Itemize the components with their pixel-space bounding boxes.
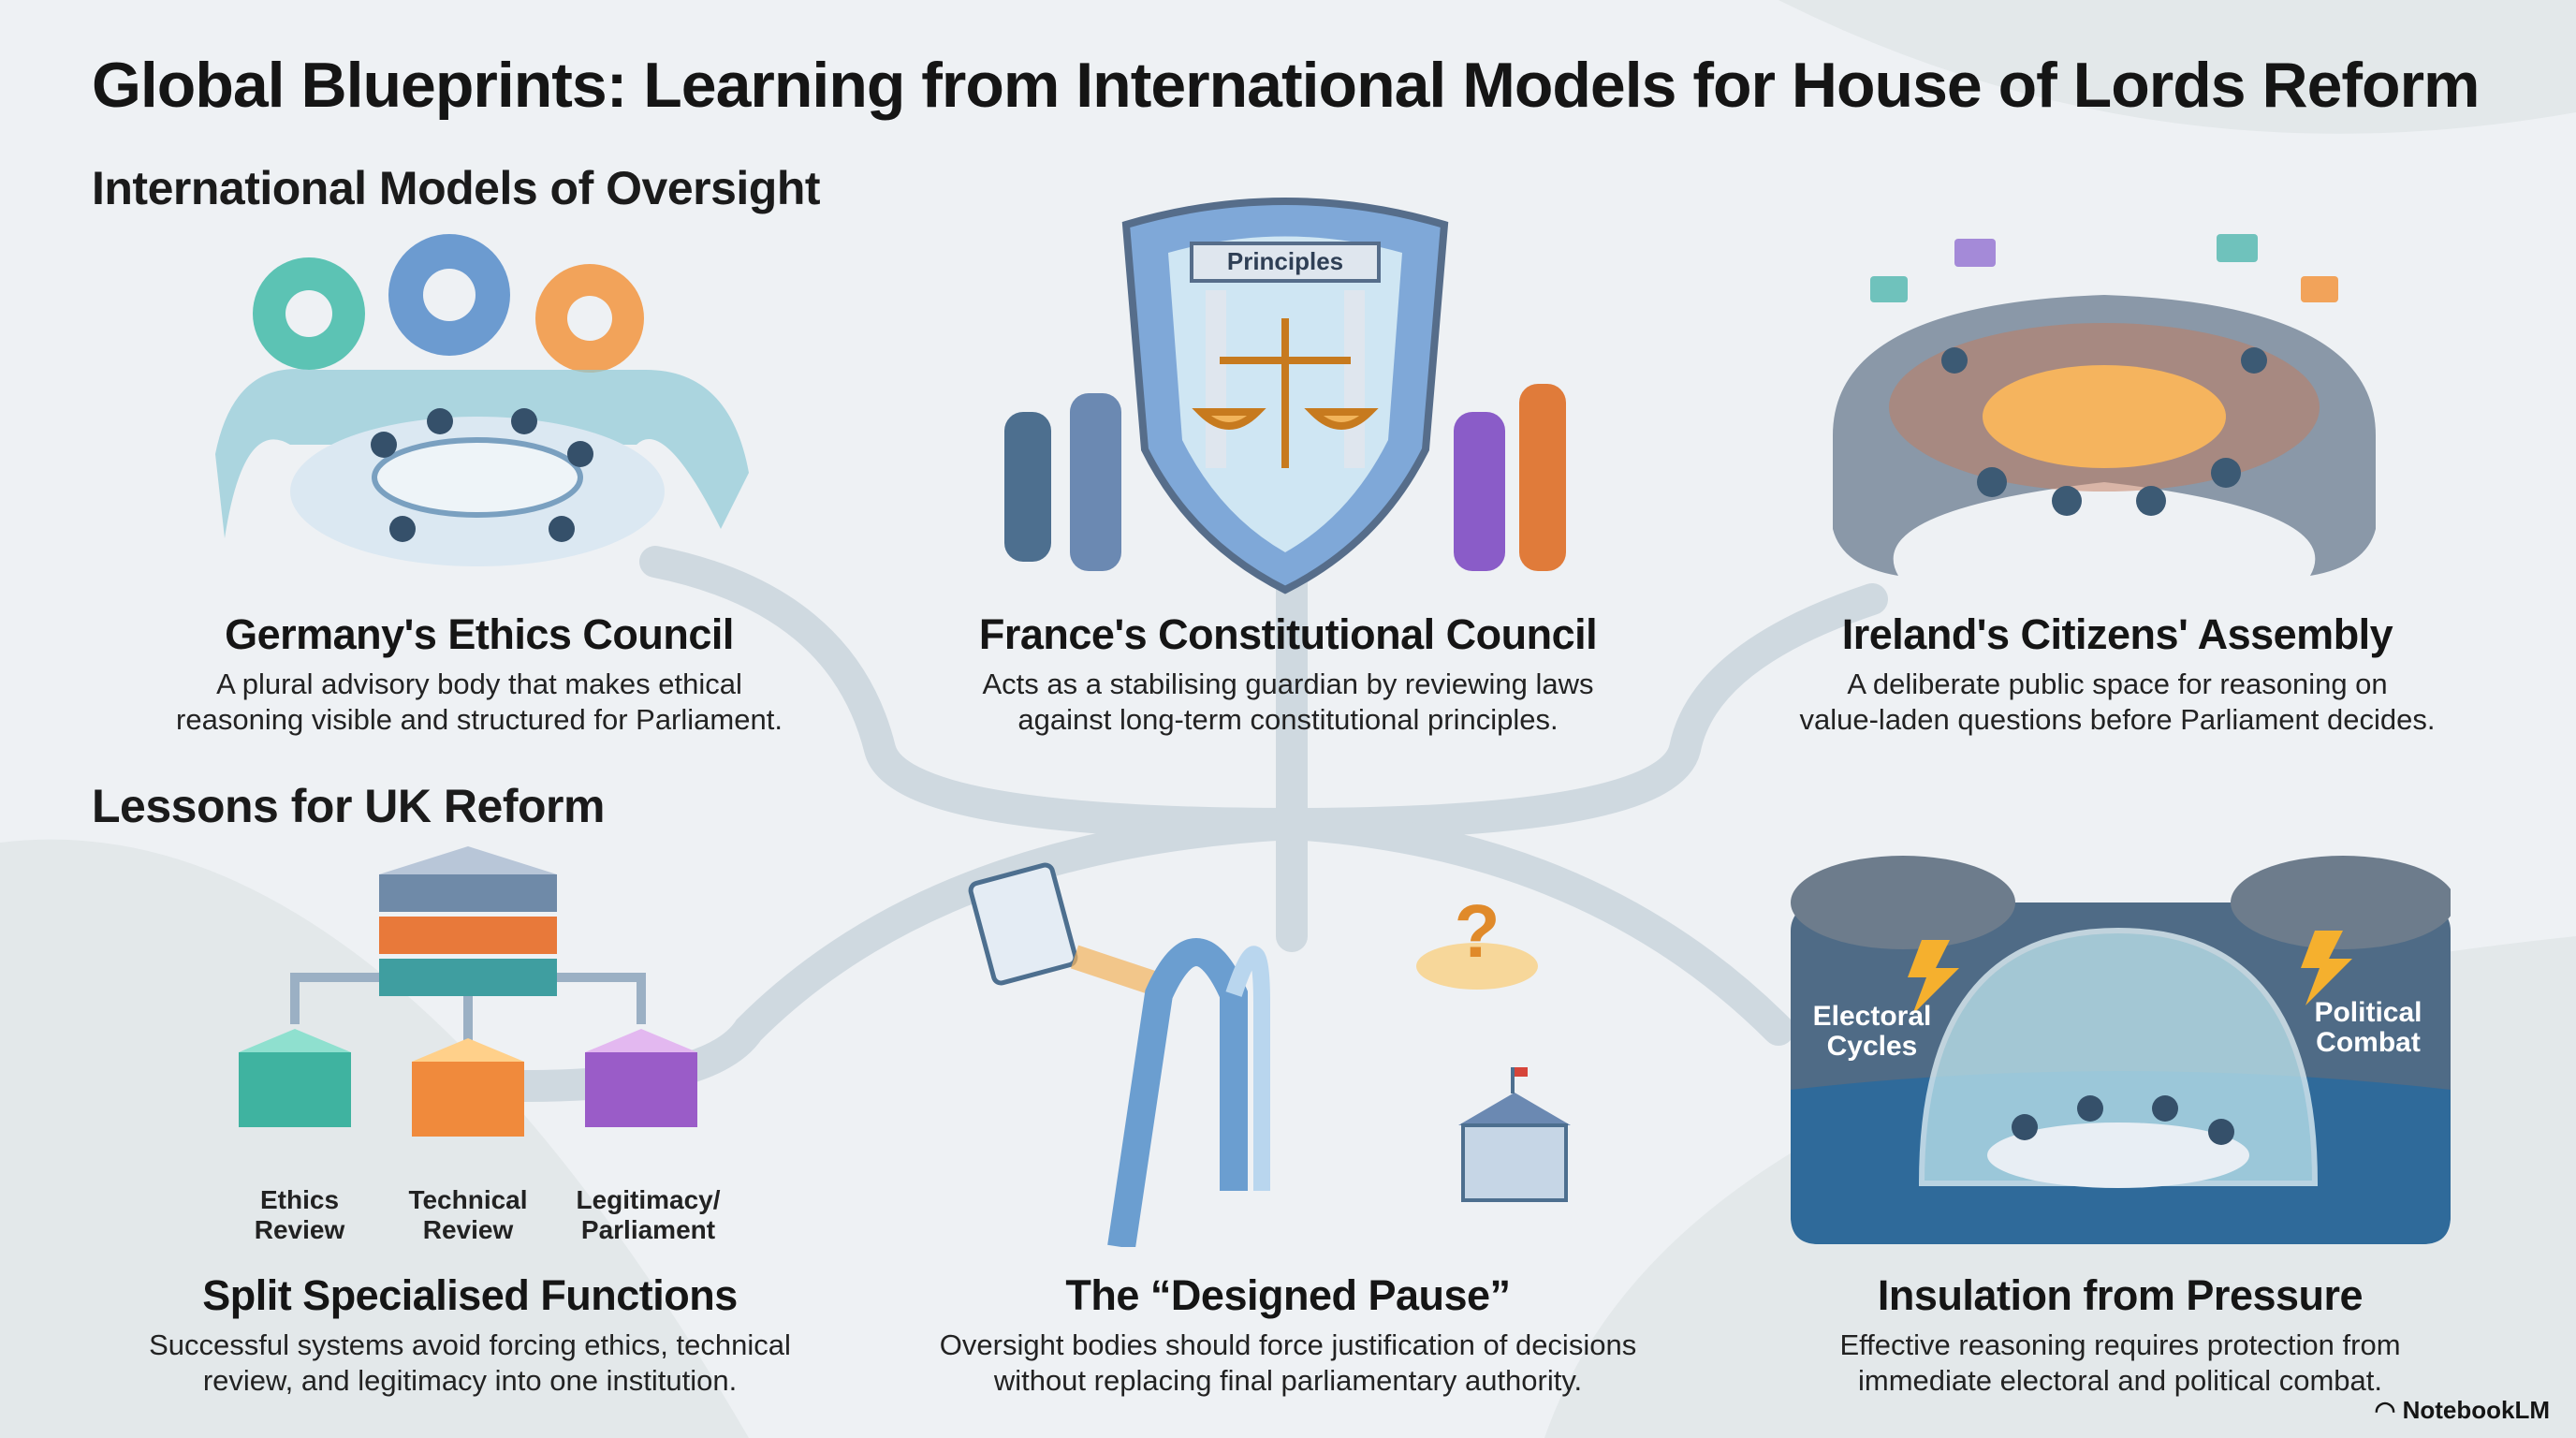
designed-pause-illustration: ? [968,862,1571,1247]
lesson-title: Insulation from Pressure [1877,1271,2364,1319]
lesson-desc: Effective reasoning requires protection … [1839,1328,2401,1397]
document-scroll-icon [968,862,1078,986]
model-desc: A plural advisory body that makes ethica… [176,668,783,736]
notebooklm-watermark: ◠ NotebookLM [2374,1396,2550,1424]
section-heading-models: International Models of Oversight [92,162,821,214]
model-card-germany: Germany's Ethics Council A plural adviso… [95,610,863,738]
lesson-title: The “Designed Pause” [1065,1271,1511,1319]
svg-text:?: ? [1455,889,1500,973]
technical-block-icon [412,1038,524,1137]
notebooklm-logo-icon: ◠ [2374,1396,2403,1424]
model-card-ireland: Ireland's Citizens' Assembly A deliberat… [1734,610,2501,738]
model-card-france: France's Constitutional Council Acts as … [904,610,1672,738]
lesson-desc: Oversight bodies should force justificat… [939,1328,1637,1397]
page-title: Global Blueprints: Learning from Interna… [92,50,2480,121]
citizens-assembly-illustration [1833,234,2376,576]
stacked-blocks-icon [379,846,557,996]
lesson-card-designed-pause: The “Designed Pause” Oversight bodies sh… [904,1271,1672,1399]
speech-bubble-icon [1870,234,2338,302]
gear-icon [388,234,510,356]
gear-icon [253,257,365,370]
split-functions-illustration [239,846,697,1137]
label-legitimacy-parliament: Legitimacy/Parliament [576,1185,721,1244]
lesson-card-insulation: Insulation from Pressure Effective reaso… [1736,1271,2504,1399]
model-title: Ireland's Citizens' Assembly [1841,610,2393,658]
model-title: France's Constitutional Council [978,610,1598,658]
lightning-icon [1908,931,2352,1015]
parliament-building-icon [1458,1067,1571,1202]
model-desc: Acts as a stabilising guardian by review… [982,668,1594,736]
question-mark-icon: ? [1416,889,1538,990]
storm-cloud-icon [1791,856,2451,949]
legitimacy-block-icon [585,1029,697,1127]
model-title: Germany's Ethics Council [225,610,734,658]
model-desc: A deliberate public space for reasoning … [1799,668,2436,736]
principles-label: Principles [1227,247,1343,275]
gate-arch-icon [1107,938,1270,1247]
lesson-desc: Successful systems avoid forcing ethics,… [149,1328,791,1397]
constitutional-council-illustration: Principles [1004,198,1566,594]
ethics-block-icon [239,1029,351,1127]
section-heading-lessons: Lessons for UK Reform [92,780,605,832]
insulation-illustration [1791,856,2451,1244]
lesson-card-split-functions: Split Specialised Functions Successful s… [86,1271,854,1399]
scales-of-justice-icon [1192,318,1379,468]
lesson-title: Split Specialised Functions [202,1271,738,1319]
ethics-council-illustration [215,234,749,566]
gear-icon [535,264,644,373]
